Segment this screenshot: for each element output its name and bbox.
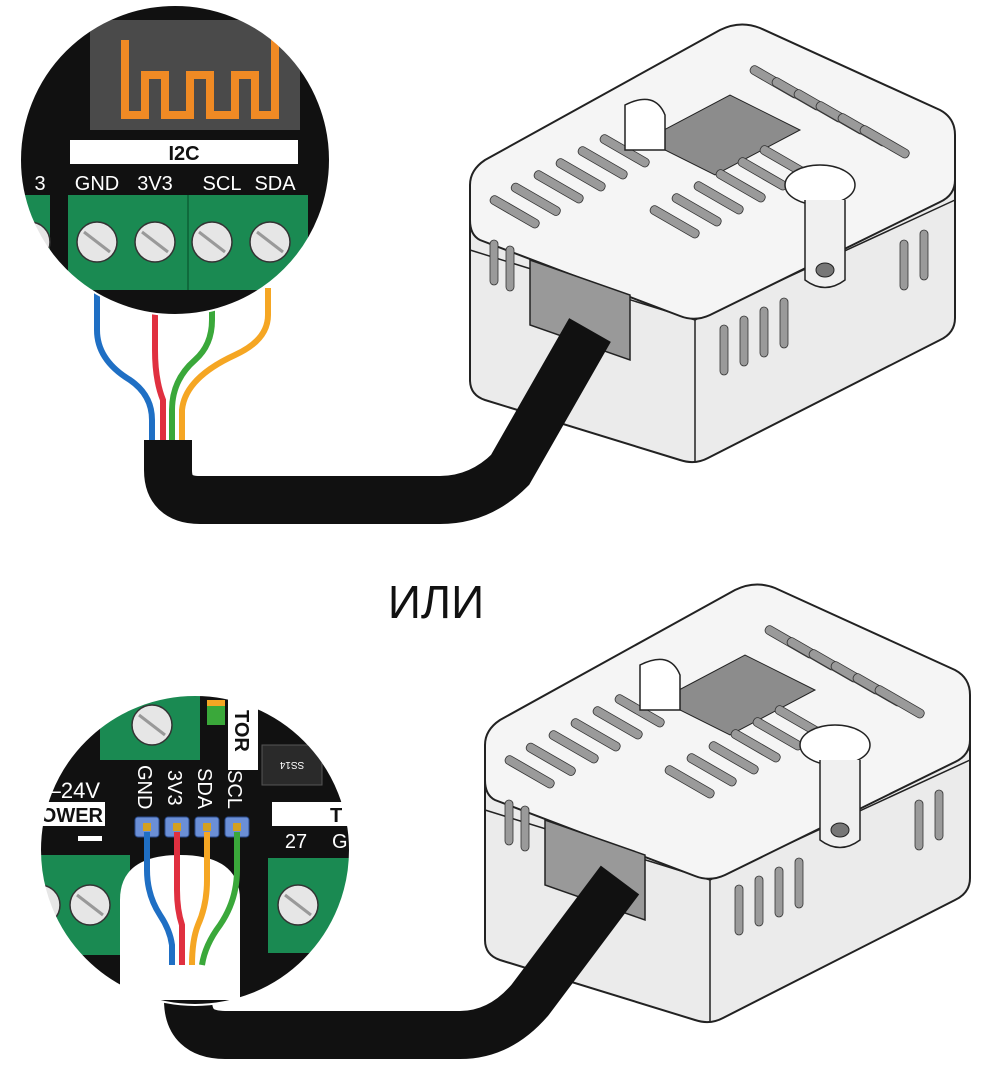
terminal-label-3v3: 3V3 [137,173,173,195]
power-label: OWER [41,805,104,827]
right-pin-label: 27 [285,831,307,853]
pin-label-3v3: 3V3 [163,770,185,806]
voltage-label: –24V [49,778,101,803]
right-block-label: T [330,805,342,827]
chip-marking: SS14 [279,759,304,770]
terminal-label-scl: SCL [203,173,242,195]
top-wires [94,288,271,440]
or-separator: ИЛИ [388,576,484,628]
bottom-wires [144,832,240,966]
header-pins [134,816,250,838]
top-cable [144,318,611,524]
chip [261,744,323,786]
pin-label-scl: SCL [223,770,245,809]
side-label: TOR [230,710,252,752]
i2c-header-strip [70,140,298,164]
terminal-label-sda: SDA [254,173,296,195]
terminal-label-gnd: GND [75,173,119,195]
bottom-cable [164,865,640,1059]
pin-label-gnd: GND [133,765,155,809]
right-pin-fragment: G [332,831,348,853]
left-edge-fragment: 3 [34,173,45,195]
pin-label-sda: SDA [193,768,215,810]
i2c-header-label: I2C [168,143,199,165]
